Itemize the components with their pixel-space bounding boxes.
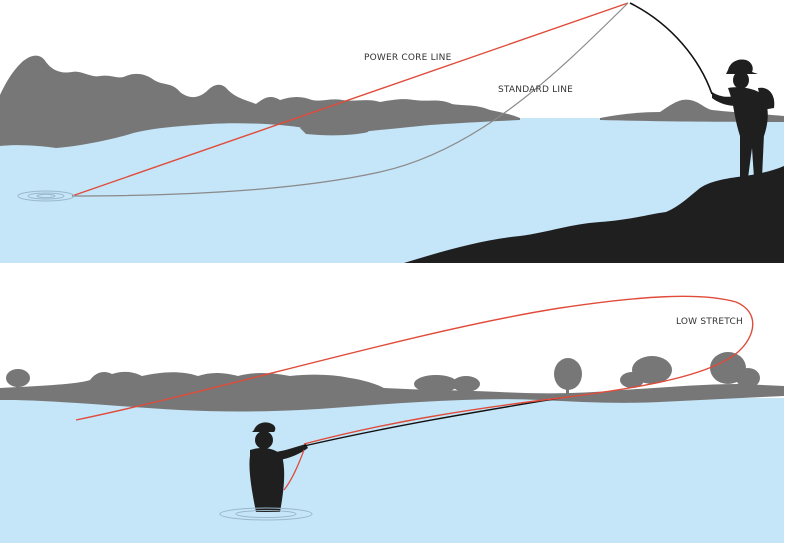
bottom-trees-right: [414, 352, 760, 396]
standard-line: [71, 2, 629, 197]
low-stretch-line: [75, 295, 754, 445]
top-ripple: [17, 190, 75, 202]
standard-line-label: STANDARD LINE: [498, 85, 573, 95]
dangling-line: [283, 449, 305, 491]
top-bank-rock: [404, 166, 784, 263]
top-island: [300, 115, 370, 136]
wading-fisherman-silhouette: [249, 422, 308, 512]
bottom-ripple: [219, 507, 313, 521]
top-rod: [629, 2, 713, 95]
low-stretch-label: LOW STRETCH: [676, 317, 743, 327]
top-panel: POWER CORE LINE STANDARD LINE: [0, 2, 784, 263]
power-core-line: [71, 2, 629, 197]
power-core-line-label: POWER CORE LINE: [364, 53, 452, 63]
standing-fisherman-silhouette: [712, 59, 775, 178]
bottom-rod: [303, 397, 561, 447]
bottom-shoreline: [0, 371, 784, 412]
bottom-tree-left: [6, 369, 30, 392]
bottom-panel: LOW STRETCH: [0, 295, 784, 543]
top-shoreline: [0, 55, 520, 149]
bottom-water: [0, 398, 784, 543]
